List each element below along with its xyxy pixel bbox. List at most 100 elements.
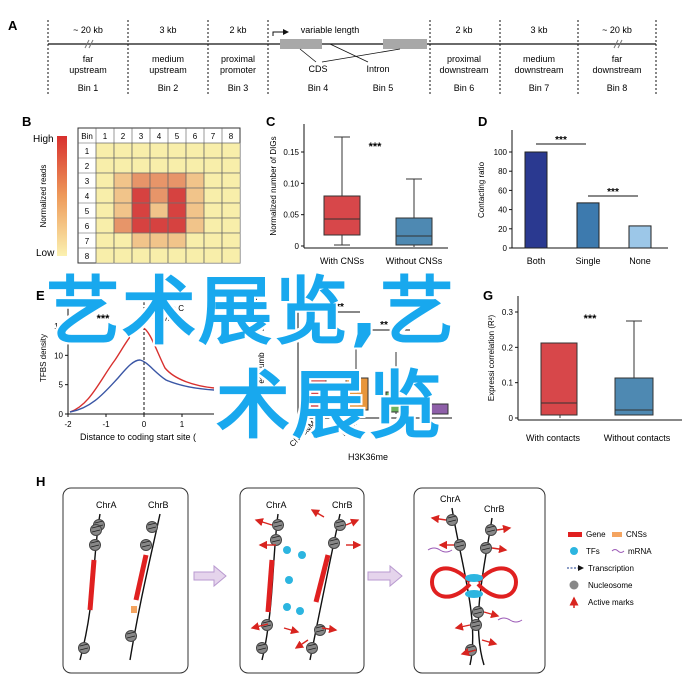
e-ytick-label-3: 15 <box>54 322 63 331</box>
f-x-label: H3K36me <box>348 452 388 462</box>
region-name-2-a: proximal <box>221 54 255 64</box>
colorbar-axis-label: Normalized reads <box>39 165 48 228</box>
d-x-label-single: Single <box>575 256 600 266</box>
h3-mrna-2 <box>497 617 523 623</box>
nucleosome-stripe <box>257 643 267 651</box>
nucleosome-stripe <box>471 620 481 628</box>
d-ytick-label-5: 100 <box>494 148 508 157</box>
c-ytick-label-1: 0.05 <box>283 211 299 220</box>
heatmap-cell-4-1 <box>95 187 115 204</box>
heatmap-row-label-5: 5 <box>85 207 90 216</box>
legend-cns-swatch <box>612 532 622 537</box>
heatmap-cell-7-6 <box>185 232 205 249</box>
nucleosome <box>472 606 484 618</box>
region-name-0-a: far <box>83 54 94 64</box>
nucleosome <box>89 539 101 551</box>
e-legend-2: With <box>160 314 176 323</box>
h2-chrb-label: ChrB <box>332 500 353 510</box>
region-length-1: 3 kb <box>159 25 176 35</box>
heatmap-cell-1-1 <box>95 142 115 159</box>
break-mark-0 <box>84 39 94 49</box>
heatmap-cell-1-2 <box>113 142 133 159</box>
h1-cns-b <box>131 606 137 613</box>
f-box3 <box>385 391 409 413</box>
e-xtick-label-2: 0 <box>142 420 147 429</box>
d-ytick-label-1: 20 <box>498 225 507 234</box>
region-name-0-b: upstream <box>69 65 107 75</box>
heatmap-row-label-3: 3 <box>85 177 90 186</box>
nucleosome <box>146 521 158 533</box>
c-y-label: Normalized number of DIGs <box>269 136 278 235</box>
heatmap-row-label-7: 7 <box>85 237 90 246</box>
f-box2 <box>345 377 369 411</box>
e-ytick-label-2: 10 <box>54 351 63 360</box>
nucleosome-stripe <box>481 543 491 551</box>
h-legend: Gene CNSs TFs mRNA Transcription Nucleos… <box>567 530 652 608</box>
active-mark-arrow <box>321 624 338 634</box>
d-ytick-label-2: 40 <box>498 206 507 215</box>
bin-label-7: Bin 7 <box>529 83 550 93</box>
heatmap-cell-7-8 <box>221 232 241 249</box>
nucleosome-stripe <box>79 643 89 651</box>
region-length-2: 2 kb <box>229 25 246 35</box>
heatmap-col-label-5: 5 <box>175 132 180 141</box>
nucleosome-stripe <box>273 520 283 528</box>
heatmap-cell-1-7 <box>203 142 223 159</box>
panel-d-label: D <box>478 114 487 129</box>
legend-mrna-swatch <box>611 549 625 553</box>
heatmap-cell-2-5 <box>167 157 187 174</box>
g-ytick-label-0: 0 <box>509 414 514 423</box>
heatmap-cell-5-5 <box>167 202 187 219</box>
bin-label-2: Bin 2 <box>158 83 179 93</box>
cds-pointer-1 <box>299 48 317 63</box>
panel-h-schematic: ChrA ChrB ChrA ChrB ChrA ChrB <box>62 487 652 674</box>
heatmap-row-label-6: 6 <box>85 222 90 231</box>
legend-tfs: TFs <box>586 547 600 556</box>
c-x-label-1: With CNSs <box>320 256 365 266</box>
watermark-line-1: 艺术展览,艺 <box>46 269 457 355</box>
c-ytick-label-3: 0.15 <box>283 148 299 157</box>
heatmap-cell-5-2 <box>113 202 133 219</box>
heatmap-cell-4-4 <box>149 187 169 204</box>
nucleosome <box>314 624 326 636</box>
e-xtick-label-1: -1 <box>102 420 110 429</box>
heatmap-cell-6-4 <box>149 217 169 234</box>
region-name-1-b: upstream <box>149 65 187 75</box>
watermark-line-2: 术展览 <box>216 363 444 449</box>
cds-box-1 <box>280 39 322 49</box>
c-ytick-label-0: 0 <box>295 242 300 251</box>
tss-arrow <box>272 29 289 36</box>
h-transition-arrow-2 <box>367 564 403 588</box>
heatmap-cell-7-5 <box>167 232 187 249</box>
cds-box-2 <box>383 39 427 49</box>
heatmap-cell-2-7 <box>203 157 223 174</box>
g-ytick-label-2: 0.2 <box>502 343 514 352</box>
active-mark-arrow <box>294 639 309 649</box>
e-x-label: Distance to coding start site ( <box>80 432 196 442</box>
heatmap-cell-5-7 <box>203 202 223 219</box>
e-series-without-cns <box>69 359 215 413</box>
heatmap-cell-1-6 <box>185 142 205 159</box>
region-length-4: 2 kb <box>455 25 472 35</box>
c-box2 <box>395 217 433 246</box>
heatmap-cell-5-4 <box>149 202 169 219</box>
nucleosome <box>480 542 492 554</box>
d-significance-2: *** <box>607 187 619 198</box>
heatmap-col-label-3: 3 <box>139 132 144 141</box>
heatmap-col-label-8: 8 <box>229 132 234 141</box>
region-name-2-b: promoter <box>220 65 256 75</box>
heatmap-cell-7-3 <box>131 232 151 249</box>
h3-mrna-1 <box>427 547 453 553</box>
heatmap-cell-6-7 <box>203 217 223 234</box>
nucleosome-stripe <box>486 525 496 533</box>
heatmap-cell-3-4 <box>149 172 169 189</box>
legend-gene: Gene <box>586 530 606 539</box>
region-name-3-b: downstream <box>439 65 488 75</box>
nucleosome-stripe <box>262 620 272 628</box>
h2-gene-a <box>265 559 275 613</box>
heatmap-cell-4-5 <box>167 187 187 204</box>
region-length-5: 3 kb <box>530 25 547 35</box>
panel-c-boxplot: Normalized number of DIGs 00.050.100.15W… <box>269 124 448 266</box>
heatmap-cell-6-8 <box>221 217 241 234</box>
